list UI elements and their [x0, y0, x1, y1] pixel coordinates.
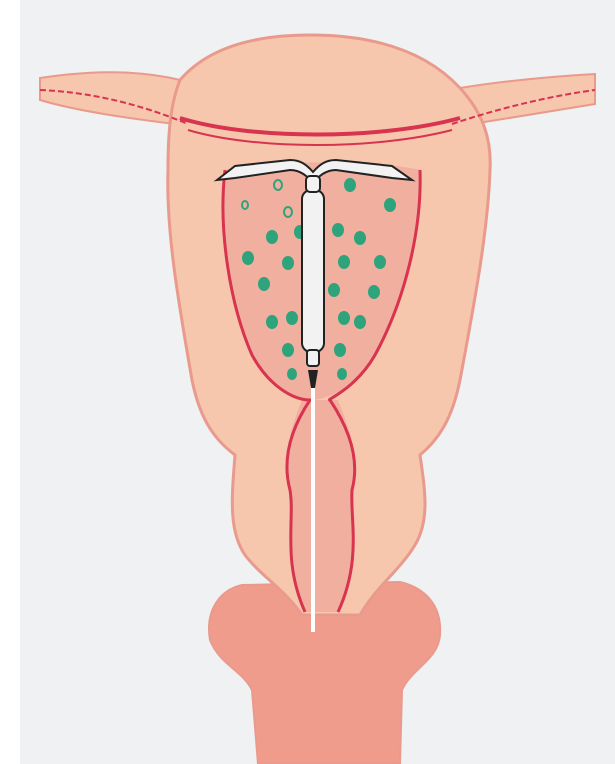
hormone-dot	[354, 231, 366, 245]
diagram-panel	[20, 0, 615, 764]
iud-in-uterus-illustration	[20, 0, 615, 764]
hormone-dot	[344, 178, 356, 192]
hormone-dot	[282, 256, 294, 270]
hormone-dot	[286, 311, 298, 325]
hormone-dot	[266, 315, 278, 329]
hormone-dot	[328, 283, 340, 297]
iud-stem-top	[306, 176, 320, 192]
hormone-dot	[354, 315, 366, 329]
hormone-dot	[337, 368, 347, 380]
hormone-dot	[368, 285, 380, 299]
cervical-canal	[287, 400, 355, 612]
hormone-dot	[374, 255, 386, 269]
hormone-dot	[384, 198, 396, 212]
iud-hormone-reservoir	[302, 190, 324, 352]
hormone-dot	[282, 343, 294, 357]
hormone-dot	[334, 343, 346, 357]
hormone-dot	[338, 311, 350, 325]
hormone-dot	[266, 230, 278, 244]
hormone-dot	[258, 277, 270, 291]
hormone-dot	[332, 223, 344, 237]
iud-stem-bottom	[307, 350, 319, 366]
hormone-dot	[338, 255, 350, 269]
hormone-dot	[242, 251, 254, 265]
hormone-dot	[287, 368, 297, 380]
